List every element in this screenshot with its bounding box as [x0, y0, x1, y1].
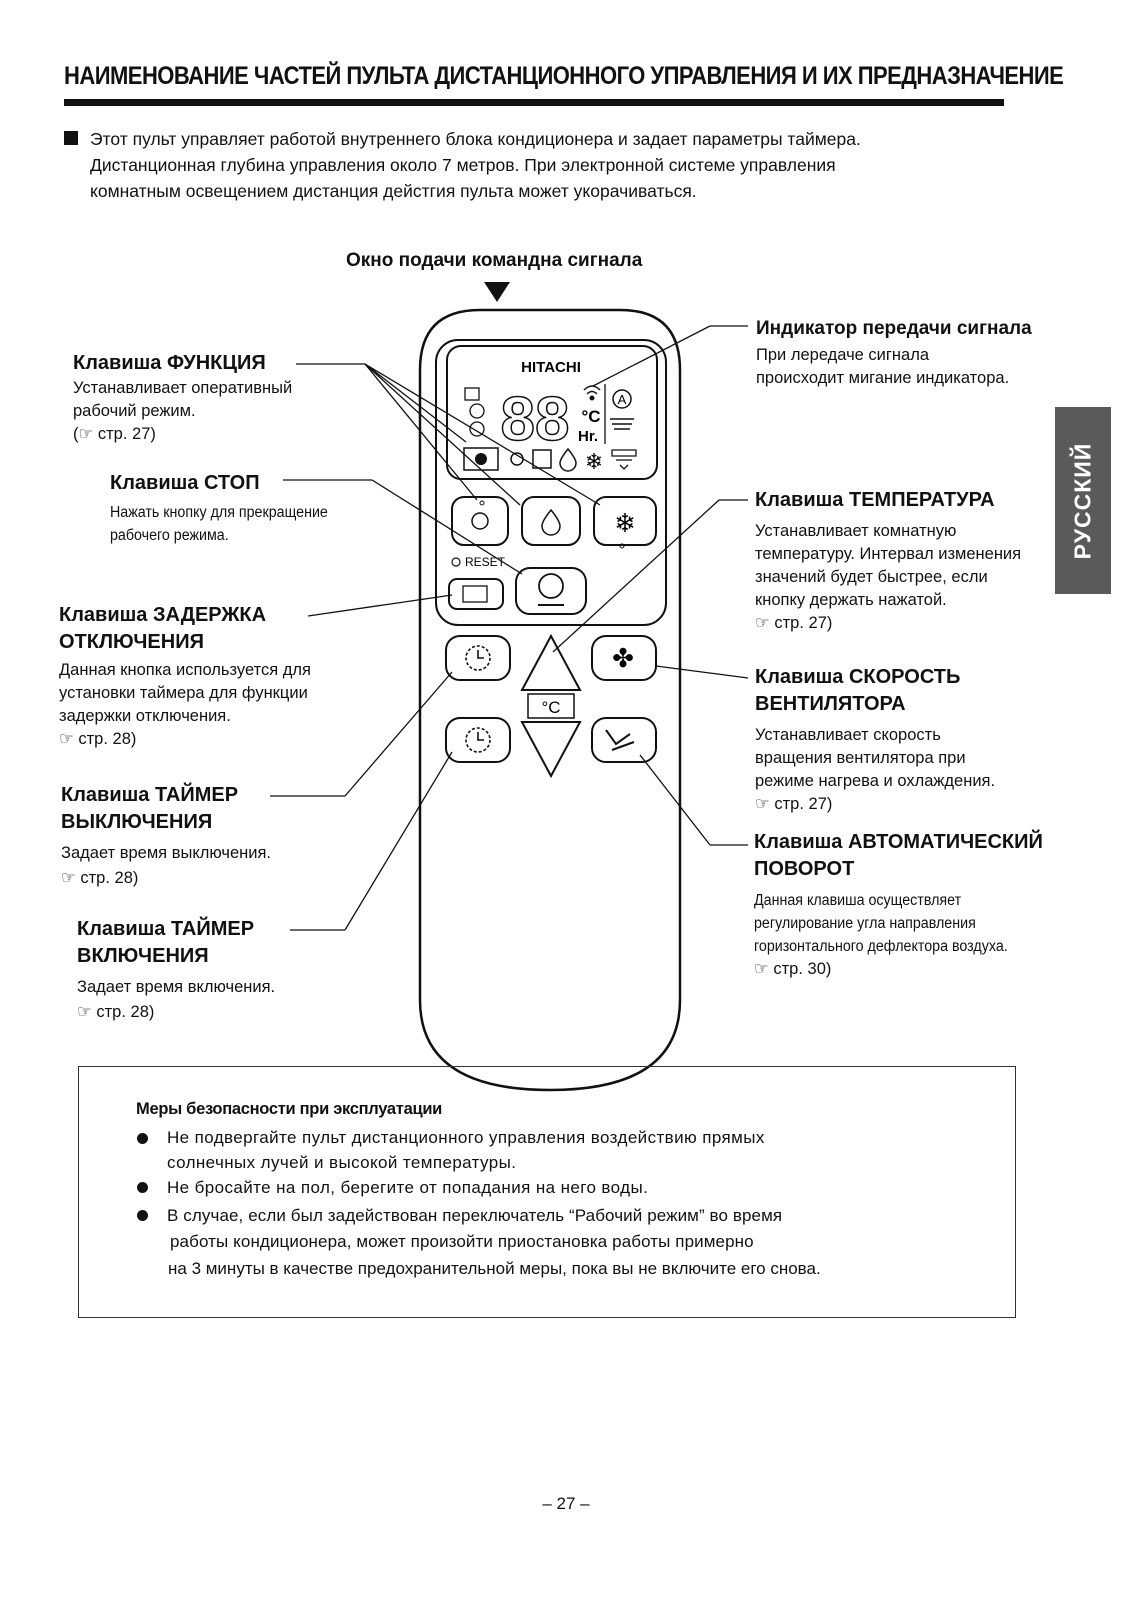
drop-icon	[541, 508, 561, 536]
auto-mode-icon	[612, 389, 632, 409]
safety-line: Не бросайте на пол, берегите от попадани…	[167, 1178, 649, 1197]
function-key-label: Клавиша ФУНКЦИЯ Устанавливает оперативны…	[73, 352, 293, 443]
remote-body	[418, 308, 682, 1092]
safety-title: Меры безопасности при эксплуатации	[136, 1100, 442, 1118]
safety-line: Не подвергайте пульт дистанционного упра…	[167, 1128, 765, 1147]
swing-button	[591, 717, 657, 763]
dry-indicator-icon	[559, 447, 577, 472]
temp-up-button	[520, 633, 582, 691]
dry-button	[521, 496, 581, 546]
timer-off-button	[445, 635, 511, 681]
bullet-icon	[137, 1210, 148, 1221]
safety-box	[78, 1066, 1016, 1318]
power-icon	[538, 573, 564, 599]
page-number: – 27 –	[542, 1494, 590, 1513]
heat-button	[451, 496, 509, 546]
title-rule	[64, 99, 1004, 106]
intro-paragraph: Этот пульт управляет работой внутреннего…	[64, 126, 1004, 204]
signal-indicator-label: Индикатор передачи сигнала При лередаче …	[756, 318, 1032, 387]
safety-line: работы кондиционера, может произойти при…	[170, 1232, 754, 1251]
temp-symbol: °C	[541, 698, 560, 717]
stop-key-label: Клавиша СТОП Нажать кнопку для прекращен…	[110, 472, 328, 544]
auto-swing-key-label: Клавиша АВТОМАТИЧЕСКИЙ ПОВОРОТ Данная кл…	[754, 831, 1043, 978]
auto-indicator-icon	[532, 449, 552, 469]
timer-on-button	[445, 717, 511, 763]
language-tab: РУССКИЙ	[1055, 407, 1111, 594]
fan-speed-button	[591, 635, 657, 681]
clock-off-icon	[465, 645, 491, 671]
sun-icon	[471, 512, 489, 530]
star-icon	[462, 585, 488, 603]
fan-icon: ✤	[612, 643, 634, 673]
temperature-key-label: Клавиша ТЕМПЕРАТУРА Устанавливает комнат…	[755, 489, 1022, 632]
cool-button	[593, 496, 657, 546]
lcd-hours: Hr.	[578, 428, 598, 445]
lcd-digits: 88	[501, 385, 570, 454]
lcd-celsius: °C	[581, 407, 600, 426]
signal-window-label: Окно подачи командна сигнала	[346, 250, 643, 271]
off-delay-key-label: Клавиша ЗАДЕРЖКА ОТКЛЮЧЕНИЯ Данная кнопк…	[59, 604, 311, 748]
fan-speed-key-label: Клавиша СКОРОСТЬ ВЕНТИЛЯТОРА Устанавлива…	[755, 666, 996, 813]
bullet-icon	[137, 1182, 148, 1193]
timer-off-key-label: Клавиша ТАЙМЕР ВЫКЛЮЧЕНИЯ Задает время в…	[61, 784, 271, 887]
remote-upper-panel	[435, 339, 667, 626]
brand-logo: HITACHI	[521, 359, 581, 376]
temp-down-button	[520, 721, 582, 779]
clock-on-icon	[465, 727, 491, 753]
temp-label-box	[527, 693, 575, 719]
leader-lines	[270, 325, 749, 931]
language-tab-label: РУССКИЙ	[1069, 442, 1096, 560]
bullet-icon	[137, 1133, 148, 1144]
snowflake-icon: ❄	[614, 508, 636, 538]
signal-indicator-icon	[583, 385, 601, 395]
off-delay-button	[448, 578, 504, 610]
arrow-down-icon	[484, 282, 510, 302]
stop-button	[515, 567, 587, 615]
swing-icon	[605, 729, 635, 751]
intro-line: Этот пульт управляет работой внутреннего…	[90, 129, 861, 149]
safety-line: солнечных лучей и высокой температуры.	[167, 1153, 517, 1172]
star-mode-icon	[464, 387, 480, 401]
intro-line: Дистанционная глубина управления около 7…	[90, 155, 836, 175]
timer-on-indicator-icon	[469, 421, 485, 437]
reset-label: RESET	[465, 555, 506, 569]
safety-line: на 3 минуты в качестве предохранительной…	[168, 1259, 821, 1278]
intro-line: комнатным освещением дистанция дейстгия …	[90, 181, 697, 201]
page-title: НАИМЕНОВАНИЕ ЧАСТЕЙ ПУЛЬТА ДИСТАНЦИОННОГ…	[64, 62, 1064, 90]
timer-off-indicator-icon	[469, 403, 485, 419]
timer-on-key-label: Клавиша ТАЙМЕР ВКЛЮЧЕНИЯ Задает время вк…	[77, 918, 276, 1021]
square-bullet-icon	[64, 131, 78, 145]
louver-icon	[610, 418, 634, 430]
cool-indicator-icon: ❄	[585, 449, 603, 474]
swing-indicator-icon	[611, 449, 637, 470]
reset-hole	[451, 557, 461, 567]
auto-symbol: A	[618, 392, 627, 407]
safety-line: В случае, если был задействован переключ…	[167, 1206, 783, 1225]
